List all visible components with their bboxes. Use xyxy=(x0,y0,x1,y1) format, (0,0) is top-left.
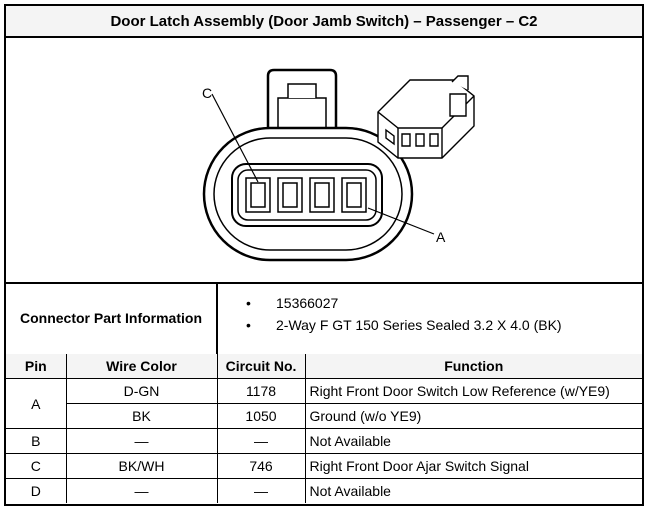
wire-color-cell: — xyxy=(65,478,218,503)
function-cell: Right Front Door Switch Low Reference (w… xyxy=(304,378,642,404)
circuit-cell: 746 xyxy=(216,453,306,479)
part-description: 2-Way F GT 150 Series Sealed 3.2 X 4.0 (… xyxy=(246,314,562,336)
connector-part-info-list: 15366027 2-Way F GT 150 Series Sealed 3.… xyxy=(246,292,562,336)
connector-face-icon xyxy=(202,68,414,262)
table-row: B — — Not Available xyxy=(6,428,642,454)
connector-part-info: Connector Part Information 15366027 2-Wa… xyxy=(6,282,642,356)
wire-color-cell: BK xyxy=(66,403,218,429)
pin-table-header: Pin Wire Color Circuit No. Function xyxy=(6,354,642,379)
table-row: BK 1050 Ground (w/o YE9) xyxy=(6,403,642,429)
function-cell: Not Available xyxy=(304,478,642,503)
circuit-cell: — xyxy=(216,428,306,454)
callout-a-label: A xyxy=(436,229,446,245)
part-number: 15366027 xyxy=(246,292,562,314)
table-row: D — — Not Available xyxy=(6,478,642,503)
pin-cell: A xyxy=(6,378,67,429)
connector-figure: C A xyxy=(6,36,642,284)
header-wire-color: Wire Color xyxy=(65,354,218,379)
function-cell: Not Available xyxy=(304,428,642,454)
function-cell: Ground (w/o YE9) xyxy=(304,403,642,429)
wire-color-cell: — xyxy=(65,428,218,454)
pin-cell: D xyxy=(6,478,67,503)
table-row: A D-GN 1178 Right Front Door Switch Low … xyxy=(6,378,642,429)
wire-color-cell: BK/WH xyxy=(65,453,218,479)
circuit-cell: — xyxy=(216,478,306,503)
wire-color-cell: D-GN xyxy=(65,378,218,404)
connector-3d-icon xyxy=(377,75,475,159)
title-text: Door Latch Assembly (Door Jamb Switch) –… xyxy=(110,12,538,30)
callout-leaders xyxy=(211,93,435,235)
header-circuit: Circuit No. xyxy=(216,354,306,379)
circuit-cell: 1178 xyxy=(216,378,306,404)
table-row: C BK/WH 746 Right Front Door Ajar Switch… xyxy=(6,453,642,479)
pin-cell: C xyxy=(6,453,67,479)
header-pin: Pin xyxy=(6,354,67,379)
connector-part-info-label: Connector Part Information xyxy=(6,282,218,354)
connector-sheet: Door Latch Assembly (Door Jamb Switch) –… xyxy=(4,4,644,506)
header-function: Function xyxy=(304,354,642,379)
callout-c-label: C xyxy=(202,85,212,101)
pin-table: Pin Wire Color Circuit No. Function A D-… xyxy=(6,354,642,503)
page-title: Door Latch Assembly (Door Jamb Switch) –… xyxy=(6,6,642,38)
connector-drawing: C A xyxy=(202,68,475,262)
function-cell: Right Front Door Ajar Switch Signal xyxy=(304,453,642,479)
circuit-cell: 1050 xyxy=(216,403,306,429)
pin-cell: B xyxy=(6,428,67,454)
